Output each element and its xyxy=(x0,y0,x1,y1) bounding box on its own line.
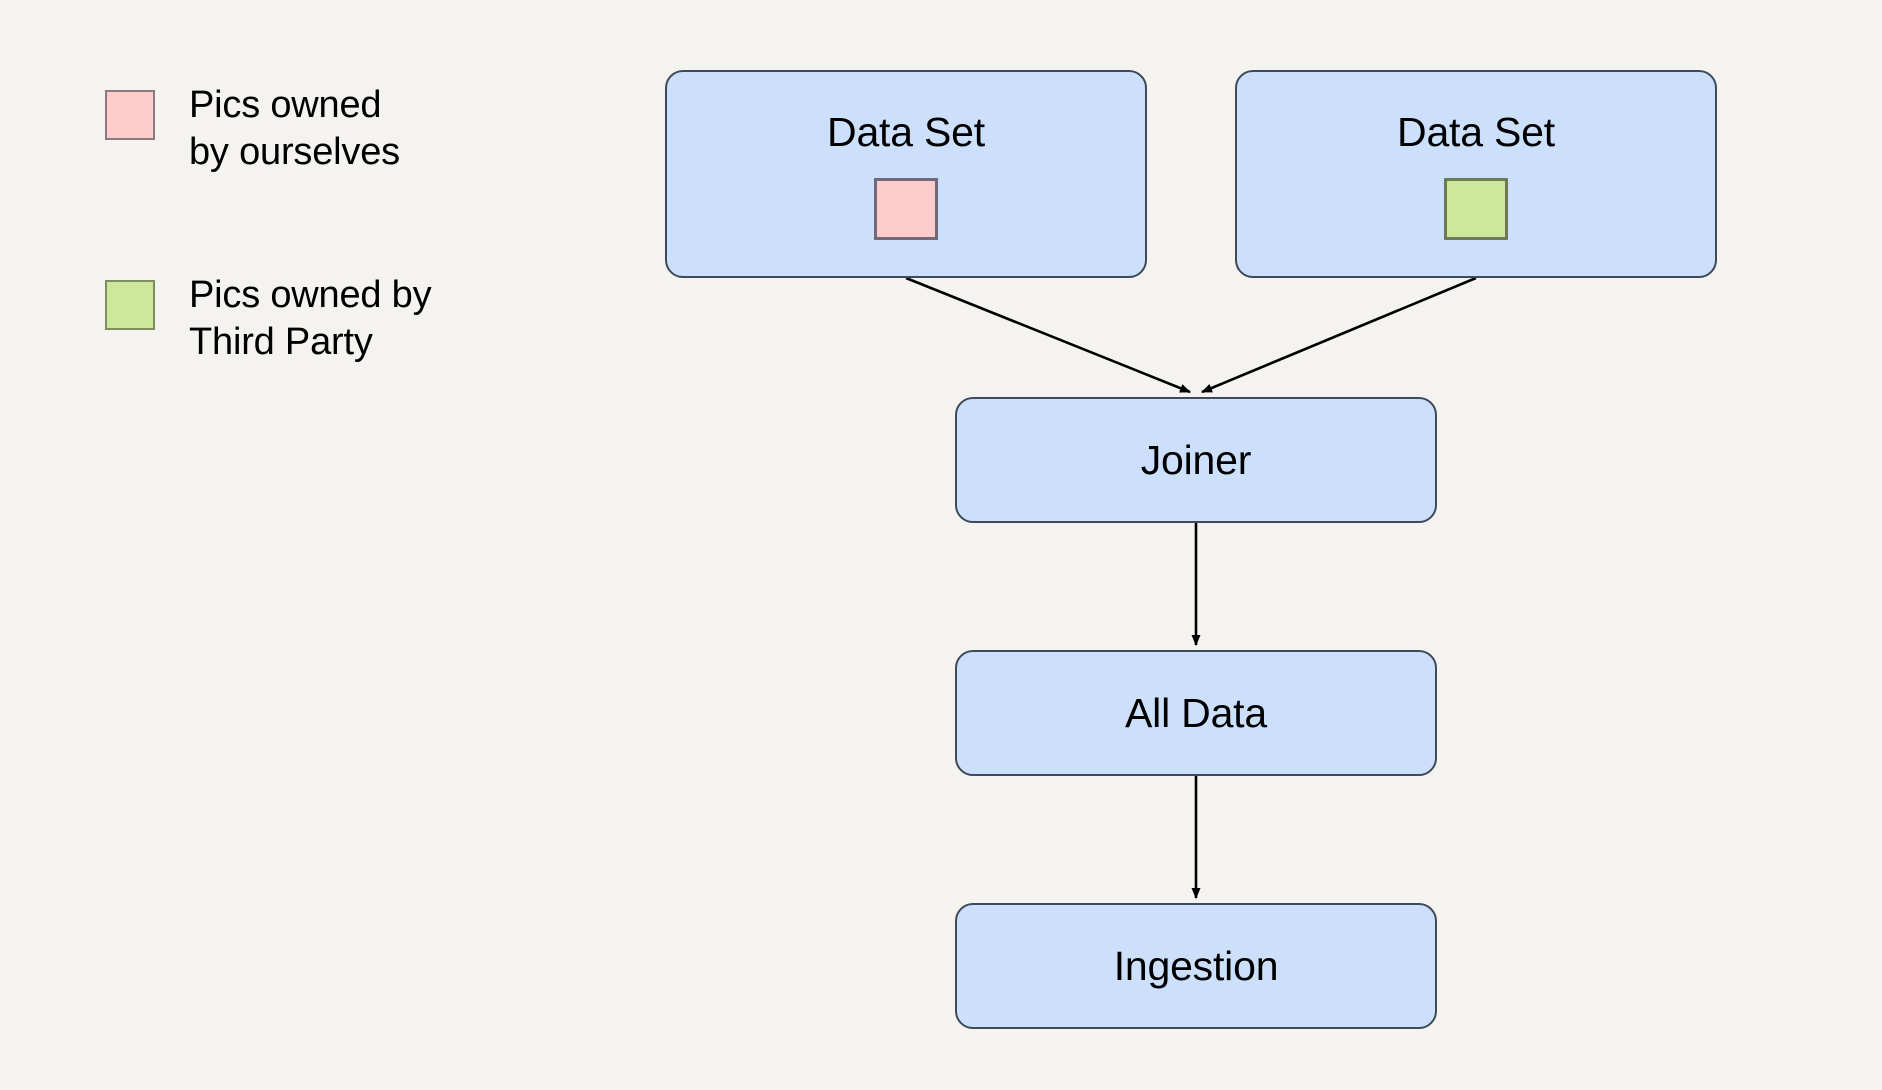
node-label: Ingestion xyxy=(1113,943,1279,989)
pink-swatch-icon xyxy=(874,178,938,240)
legend-label: Pics owned by Third Party xyxy=(189,274,432,363)
node-label: All Data xyxy=(1125,690,1267,736)
green-swatch-icon xyxy=(1444,178,1508,240)
legend-item-owned-by-ourselves: Pics owned by ourselves xyxy=(105,84,400,176)
node-all-data[interactable]: All Data xyxy=(955,650,1437,776)
legend-item-owned-by-third-party: Pics owned by Third Party xyxy=(105,274,432,366)
edge-dataset-right-to-joiner xyxy=(1201,276,1477,394)
node-label: Joiner xyxy=(1140,437,1252,483)
node-label: Data Set xyxy=(1397,109,1555,155)
pink-swatch-icon xyxy=(105,90,155,140)
edge-dataset-left-to-joiner xyxy=(905,276,1191,394)
node-label: Data Set xyxy=(827,109,985,155)
green-swatch-icon xyxy=(105,280,155,330)
node-dataset-left[interactable]: Data Set xyxy=(665,70,1147,278)
node-ingestion[interactable]: Ingestion xyxy=(955,903,1437,1029)
node-dataset-right[interactable]: Data Set xyxy=(1235,70,1717,278)
node-joiner[interactable]: Joiner xyxy=(955,397,1437,523)
legend-label: Pics owned by ourselves xyxy=(189,84,400,173)
